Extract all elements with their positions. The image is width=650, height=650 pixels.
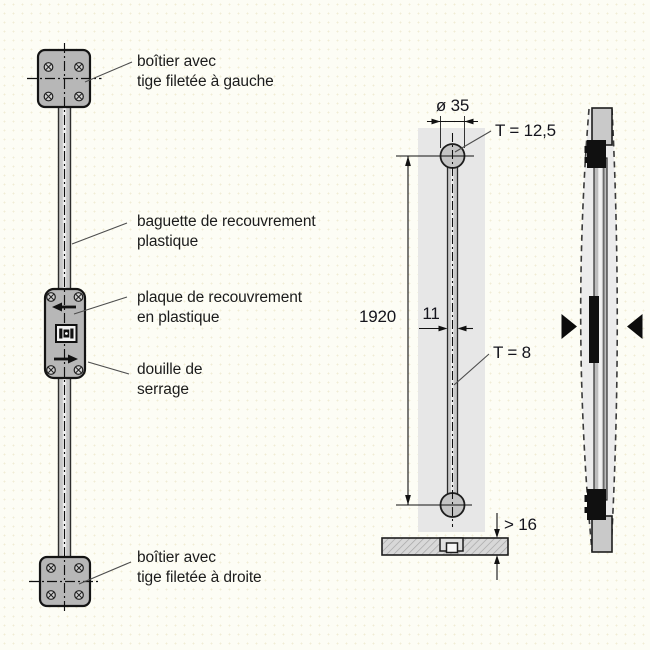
callout-line: boîtier avec xyxy=(137,549,216,566)
rod-width-label: 11 xyxy=(422,304,439,323)
leader-lines xyxy=(71,61,133,585)
callout-line: baguette de recouvrement xyxy=(137,213,316,230)
top-housing-side xyxy=(587,140,606,168)
callout-line: douille de xyxy=(137,361,203,378)
rod-side-highlight xyxy=(598,158,602,500)
callout-bottom-housing: boîtier avec tige filetée à droite xyxy=(137,548,262,587)
callout-cover-strip: baguette de recouvrement plastique xyxy=(137,212,316,251)
height-dimension: 1920 xyxy=(359,156,411,505)
thickness-top-label: T = 12,5 xyxy=(495,121,556,140)
warped-outline-dashed xyxy=(579,108,619,552)
direction-arrows xyxy=(52,302,78,364)
callout-cover-plate: plaque de recouvrement en plastique xyxy=(137,288,302,327)
left-arrow-icon xyxy=(52,302,62,312)
thickness-top-leader xyxy=(454,130,492,153)
clamp-sleeve-side xyxy=(589,296,599,363)
callout-line: plaque de recouvrement xyxy=(137,289,302,306)
rod-thickness-label: T = 8 xyxy=(493,343,531,362)
clamp-window xyxy=(55,324,78,343)
callout-line: serrage xyxy=(137,380,189,398)
callout-line: tige filetée à gauche xyxy=(137,72,274,90)
rod-highlight xyxy=(451,156,454,505)
panel-end-top xyxy=(591,107,613,146)
press-arrow-right-icon xyxy=(627,314,643,339)
callout-line: en plastique xyxy=(137,308,220,326)
callout-top-housing: boîtier avec tige filetée à gauche xyxy=(137,52,274,91)
height-label: 1920 xyxy=(359,307,396,326)
rod-thickness-leader xyxy=(453,353,490,386)
side-view-warped-panel xyxy=(561,107,643,553)
panel-cross-section xyxy=(381,537,509,556)
centerlines xyxy=(27,43,102,614)
right-arrow-icon xyxy=(68,354,78,364)
rod-side-shadow xyxy=(603,158,605,500)
rod-width-dimension: 11 xyxy=(419,304,473,332)
bottom-housing-side xyxy=(587,489,606,520)
groove-insert xyxy=(445,542,459,554)
callout-line: plastique xyxy=(137,232,199,250)
min-thickness-dimension: > 16 xyxy=(494,513,537,580)
front-view xyxy=(27,43,133,614)
diameter-dimension: ø 35 xyxy=(427,96,478,148)
press-arrow-left-icon xyxy=(561,314,577,339)
panel-end-bottom xyxy=(591,515,613,553)
diameter-label: ø 35 xyxy=(436,96,469,115)
callout-clamp-sleeve: douille de serrage xyxy=(137,360,202,399)
fittings-side xyxy=(584,140,606,520)
min-panel-thickness-label: > 16 xyxy=(504,515,537,534)
dimension-view: ø 35 T = 12,5 1920 11 T = 8 xyxy=(359,96,556,580)
callout-line: tige filetée à droite xyxy=(137,568,262,586)
callout-line: boîtier avec xyxy=(137,53,216,70)
